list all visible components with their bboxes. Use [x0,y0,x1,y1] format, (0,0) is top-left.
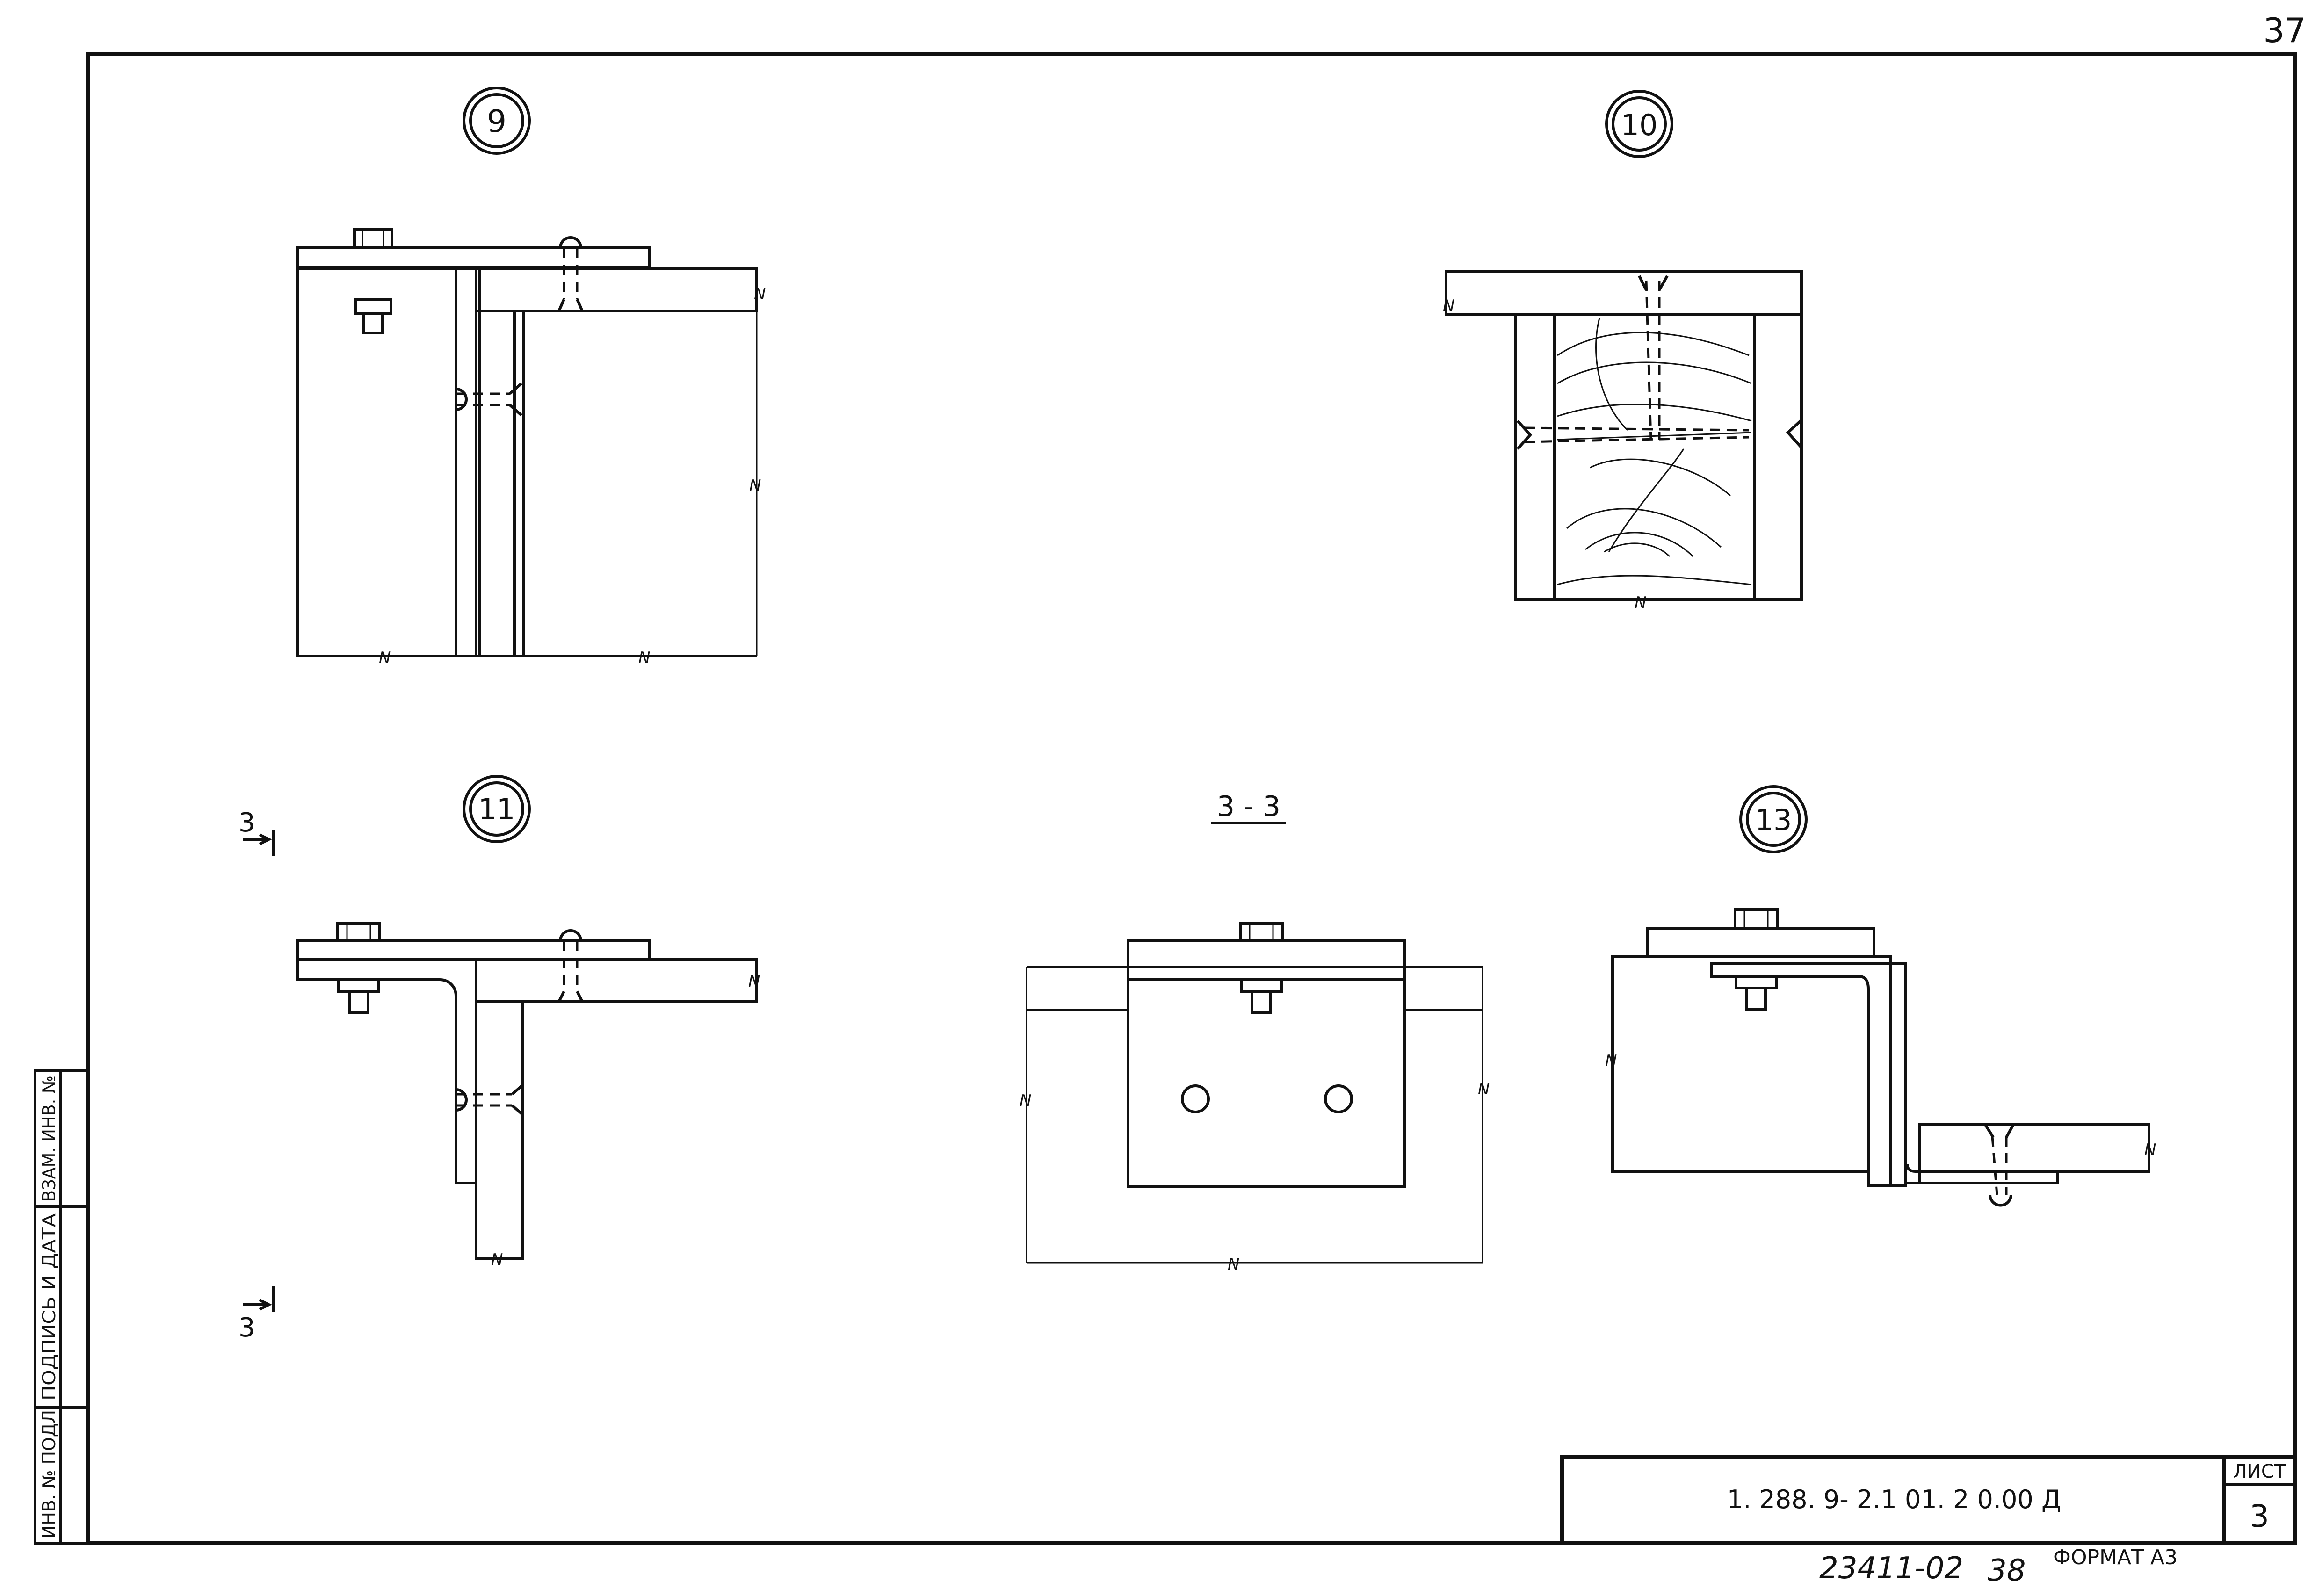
detail-9-label: 9 [487,103,506,139]
stamp-col-vzam: ВЗАМ. ИНВ. № [39,1076,59,1202]
break-mark-9c: N [379,649,391,667]
stamp-col-podpis: ПОДПИСЬ И ДАТА [39,1213,59,1401]
break-mark-33a: N [1020,1091,1031,1110]
side-stamp: ИНВ. № ПОДЛ ПОДПИСЬ И ДАТА ВЗАМ. ИНВ. № [34,1069,89,1545]
detail-13-drawing: 13 N N [1605,785,2156,1207]
stamp-col-inv-podl: ИНВ. № ПОДЛ [39,1410,59,1538]
title-block: 1. 288. 9- 2.1 01. 2 0.00 Д ЛИСТ 3 [1560,1455,2297,1545]
section-title: 3 - 3 [1217,790,1280,823]
break-mark-9d: N [638,649,650,667]
break-mark-11a: N [748,972,760,991]
copy-number: 38 [1988,1553,2026,1588]
detail-10-label: 10 [1621,108,1658,142]
break-mark-10b: N [1635,593,1646,612]
section-3-3-drawing: 3 - 3 N N N [1020,790,1490,1274]
break-mark-13a: N [1605,1052,1617,1070]
detail-11-label: 11 [478,792,515,826]
break-mark-33c: N [1228,1255,1239,1274]
section-marker-bottom: 3 [239,1313,255,1343]
sheet-number: 3 [2250,1498,2269,1534]
detail-10-drawing: 10 N N [1443,90,1803,612]
detail-13-label: 13 [1755,803,1792,837]
detail-9-drawing: 9 N N N N [296,87,766,667]
sheet-frame [86,52,2297,1545]
page-number: 37 [2263,11,2306,50]
break-mark-9b: N [749,477,761,495]
archive-number: 23411-02 [1819,1551,1963,1586]
document-code: 1. 288. 9- 2.1 01. 2 0.00 Д [1727,1485,2061,1514]
break-mark-33b: N [1478,1080,1490,1098]
format-label: ФОРМАТ А3 [2053,1545,2178,1569]
detail-11-drawing: 11 3 3 N N [239,775,760,1343]
break-mark-10a: N [1443,296,1454,315]
break-mark-9a: N [754,285,766,303]
break-mark-11b: N [491,1250,503,1269]
break-mark-13b: N [2144,1141,2156,1159]
section-marker-top: 3 [239,808,255,838]
sheet-label: ЛИСТ [2233,1461,2286,1482]
